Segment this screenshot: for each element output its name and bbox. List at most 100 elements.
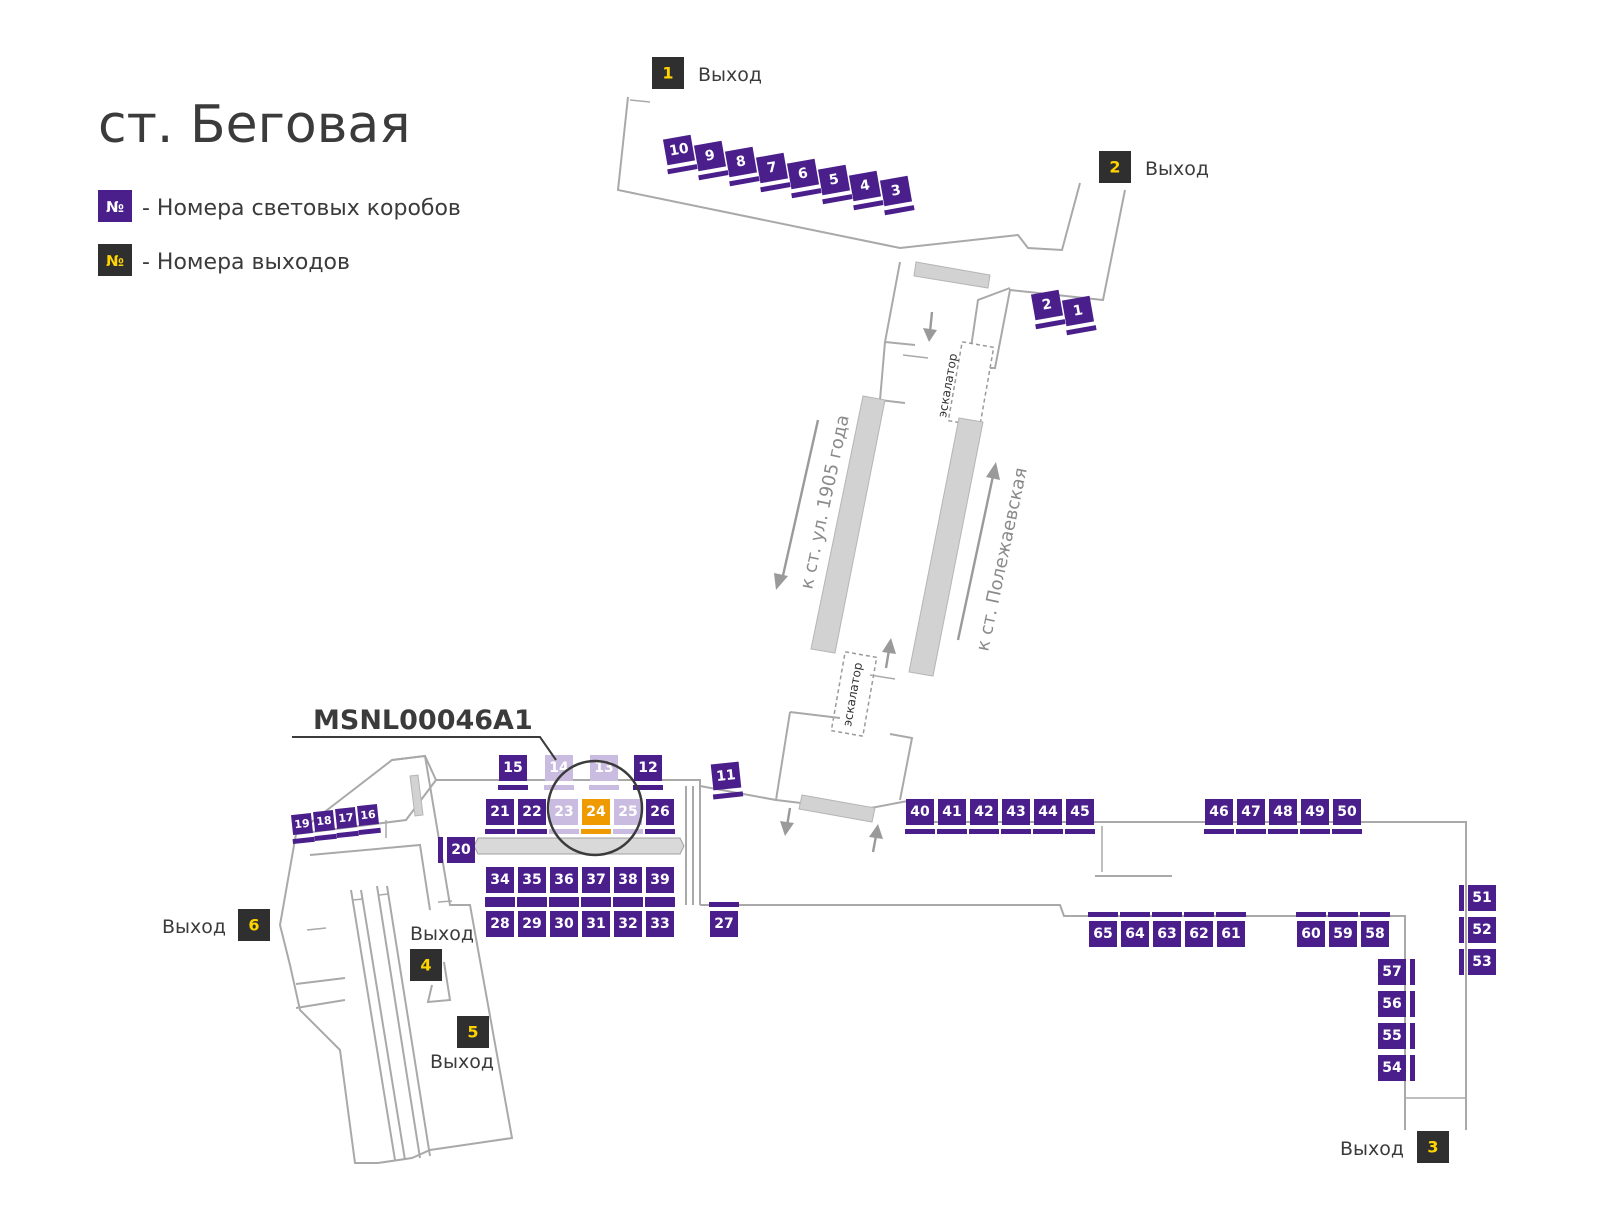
light-box-49[interactable]: 49 (1300, 799, 1330, 834)
light-box-44[interactable]: 44 (1033, 799, 1063, 834)
light-box-marker (614, 911, 642, 937)
lower-corridor-walls (436, 779, 1467, 1130)
light-box-29[interactable]: 29 (517, 902, 547, 937)
light-box-bar (485, 902, 515, 907)
light-box-63[interactable]: 63 (1152, 912, 1182, 947)
light-box-42[interactable]: 42 (969, 799, 999, 834)
light-box-6[interactable]: 6 (786, 158, 822, 199)
light-box-51[interactable]: 51 (1459, 885, 1496, 911)
light-box-1[interactable]: 1 (1061, 295, 1097, 336)
light-box-60[interactable]: 60 (1296, 912, 1326, 947)
light-box-4[interactable]: 4 (848, 170, 884, 211)
light-box-18[interactable]: 18 (312, 810, 337, 842)
light-box-number: 62 (1189, 926, 1208, 942)
light-box-14[interactable]: 14 (544, 755, 574, 790)
light-box-21[interactable]: 21 (485, 799, 515, 834)
light-box-8[interactable]: 8 (724, 146, 760, 187)
light-box-10[interactable]: 10 (662, 134, 698, 175)
light-box-16[interactable]: 16 (356, 804, 381, 836)
light-box-bar (1459, 917, 1464, 943)
light-box-26[interactable]: 26 (645, 799, 675, 834)
light-box-number: 50 (1337, 804, 1357, 820)
light-box-62[interactable]: 62 (1184, 912, 1214, 947)
light-box-47[interactable]: 47 (1236, 799, 1266, 834)
light-box-marker (646, 867, 674, 893)
light-box-59[interactable]: 59 (1328, 912, 1358, 947)
light-box-40[interactable]: 40 (905, 799, 935, 834)
light-box-number: 27 (714, 916, 733, 932)
light-box-48[interactable]: 48 (1268, 799, 1298, 834)
light-box-32[interactable]: 32 (613, 902, 643, 937)
light-box-bar (549, 829, 579, 834)
light-box-46[interactable]: 46 (1204, 799, 1234, 834)
light-box-3[interactable]: 3 (879, 175, 915, 216)
light-box-34[interactable]: 34 (485, 867, 515, 902)
light-box-50[interactable]: 50 (1332, 799, 1362, 834)
light-box-53[interactable]: 53 (1459, 949, 1496, 975)
light-box-38[interactable]: 38 (613, 867, 643, 902)
light-box-5[interactable]: 5 (817, 164, 853, 205)
light-box-marker (1468, 885, 1496, 911)
light-box-11[interactable]: 11 (710, 761, 744, 800)
light-box-marker (646, 799, 674, 825)
light-box-58[interactable]: 58 (1360, 912, 1390, 947)
light-box-64[interactable]: 64 (1120, 912, 1150, 947)
light-box-43[interactable]: 43 (1001, 799, 1031, 834)
light-box-33[interactable]: 33 (645, 902, 675, 937)
light-box-bar (517, 829, 547, 834)
light-box-number: 44 (1038, 804, 1058, 820)
light-box-20[interactable]: 20 (438, 837, 475, 863)
light-box-2[interactable]: 2 (1030, 289, 1066, 330)
light-box-marker (662, 134, 696, 166)
light-box-13[interactable]: 13 (589, 755, 619, 790)
light-box-45[interactable]: 45 (1065, 799, 1095, 834)
light-box-56[interactable]: 56 (1378, 991, 1415, 1017)
light-box-35[interactable]: 35 (517, 867, 547, 902)
light-box-number: 58 (1365, 926, 1384, 942)
light-box-25[interactable]: 25 (613, 799, 643, 834)
light-box-number: 33 (650, 916, 669, 932)
light-box-41[interactable]: 41 (937, 799, 967, 834)
light-box-number: 36 (554, 872, 573, 888)
light-box-23[interactable]: 23 (549, 799, 579, 834)
light-box-number: 45 (1070, 804, 1089, 820)
light-box-marker (786, 158, 820, 190)
light-box-24[interactable]: 24 (581, 799, 611, 834)
light-box-marker (582, 799, 610, 825)
light-box-37[interactable]: 37 (581, 867, 611, 902)
light-box-54[interactable]: 54 (1378, 1055, 1415, 1081)
light-box-7[interactable]: 7 (755, 152, 791, 193)
light-box-61[interactable]: 61 (1216, 912, 1246, 947)
light-box-marker (1205, 799, 1233, 825)
light-box-marker (550, 867, 578, 893)
light-box-65[interactable]: 65 (1088, 912, 1118, 947)
light-box-39[interactable]: 39 (645, 867, 675, 902)
light-box-27[interactable]: 27 (709, 902, 739, 937)
light-box-57[interactable]: 57 (1378, 959, 1415, 985)
light-box-31[interactable]: 31 (581, 902, 611, 937)
light-box-36[interactable]: 36 (549, 867, 579, 902)
light-box-marker (550, 911, 578, 937)
light-box-marker (1468, 917, 1496, 943)
light-box-22[interactable]: 22 (517, 799, 547, 834)
light-box-30[interactable]: 30 (549, 902, 579, 937)
light-box-17[interactable]: 17 (334, 807, 359, 839)
light-box-52[interactable]: 52 (1459, 917, 1496, 943)
light-box-9[interactable]: 9 (693, 140, 729, 181)
light-box-number: 20 (451, 842, 471, 858)
light-box-12[interactable]: 12 (633, 755, 663, 790)
light-box-55[interactable]: 55 (1378, 1023, 1415, 1049)
light-box-number: 40 (910, 804, 930, 820)
light-box-number: 34 (490, 872, 510, 888)
platform (774, 395, 984, 823)
left-vestibule (278, 754, 514, 1164)
light-box-28[interactable]: 28 (485, 902, 515, 937)
light-box-19[interactable]: 19 (290, 813, 315, 845)
light-box-15[interactable]: 15 (498, 755, 528, 790)
